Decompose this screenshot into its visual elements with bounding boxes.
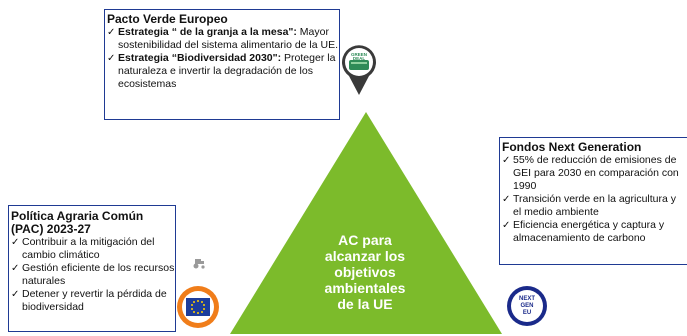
central-triangle: [230, 112, 502, 334]
item-text: Contribuir a la mitigación del cambio cl…: [22, 236, 155, 261]
cap-box: Política Agraria Común (PAC) 2023-27 ✓ C…: [8, 205, 176, 332]
list-item: ✓ Transición verde en la agricultura y e…: [502, 193, 687, 219]
pin-label: GEN: [520, 303, 533, 309]
cap-title: Política Agraria Común (PAC) 2023-27: [11, 209, 144, 236]
eu-flag-pin-icon: [177, 286, 219, 328]
central-line: AC para: [338, 232, 392, 248]
item-heading: Estrategia “ de la granja a la mesa":: [118, 26, 297, 38]
list-item: ✓ Estrategia “Biodiversidad 2030": Prote…: [107, 52, 339, 91]
item-text: Mayor sostenibilidad del sistema aliment…: [118, 26, 339, 51]
triangle-shape: [230, 112, 502, 334]
check-icon: ✓: [107, 53, 116, 64]
item-text: 55% de reducción de emisiones de GEI par…: [513, 154, 679, 192]
green-deal-pin-icon: GREEN DEAL: [342, 45, 376, 95]
item-text: Transición verde en la agricultura y el …: [513, 193, 677, 218]
check-icon: ✓: [11, 263, 20, 274]
green-deal-title: Pacto Verde Europeo: [107, 12, 228, 26]
central-line: objetivos: [334, 264, 396, 280]
item-text: Detener y revertir la pérdida de biodive…: [22, 288, 167, 313]
check-icon: ✓: [11, 237, 20, 248]
pin-label: GREEN: [351, 52, 367, 57]
check-icon: ✓: [502, 194, 511, 205]
check-icon: ✓: [107, 27, 116, 38]
check-icon: ✓: [11, 289, 20, 300]
next-generation-title: Fondos Next Generation: [502, 140, 642, 154]
list-item: ✓ 55% de reducción de emisiones de GEI p…: [502, 154, 687, 193]
list-item: ✓ Gestión eficiente de los recursos natu…: [11, 262, 175, 288]
item-text: Proteger la naturaleza e invertir la deg…: [118, 52, 336, 90]
central-line: de la UE: [337, 296, 393, 312]
central-message: AC para alcanzar los objetivos ambiental…: [300, 232, 430, 312]
green-deal-box: Pacto Verde Europeo ✓ Estrategia “ de la…: [104, 9, 340, 120]
tractor-icon: [193, 259, 205, 269]
next-generation-box: Fondos Next Generation ✓ 55% de reducció…: [499, 137, 687, 265]
item-heading: Estrategia “Biodiversidad 2030":: [118, 52, 282, 64]
central-line: alcanzar los: [324, 248, 406, 264]
list-item: ✓ Contribuir a la mitigación del cambio …: [11, 236, 175, 262]
list-item: ✓ Eficiencia energética y captura y alma…: [502, 219, 687, 245]
list-item: ✓ Estrategia “ de la granja a la mesa": …: [107, 26, 339, 52]
pin-label: NEXT: [519, 296, 535, 302]
item-text: Gestión eficiente de los recursos natura…: [22, 262, 175, 287]
central-line: ambientales: [324, 280, 406, 296]
pin-label: DEAL: [353, 56, 366, 61]
pin-label: EU: [523, 310, 531, 316]
list-item: ✓ Detener y revertir la pérdida de biodi…: [11, 288, 175, 314]
next-gen-eu-pin-icon: NEXT GEN EU: [507, 286, 547, 326]
check-icon: ✓: [502, 155, 511, 166]
check-icon: ✓: [502, 220, 511, 231]
item-text: Eficiencia energética y captura y almace…: [513, 219, 665, 244]
